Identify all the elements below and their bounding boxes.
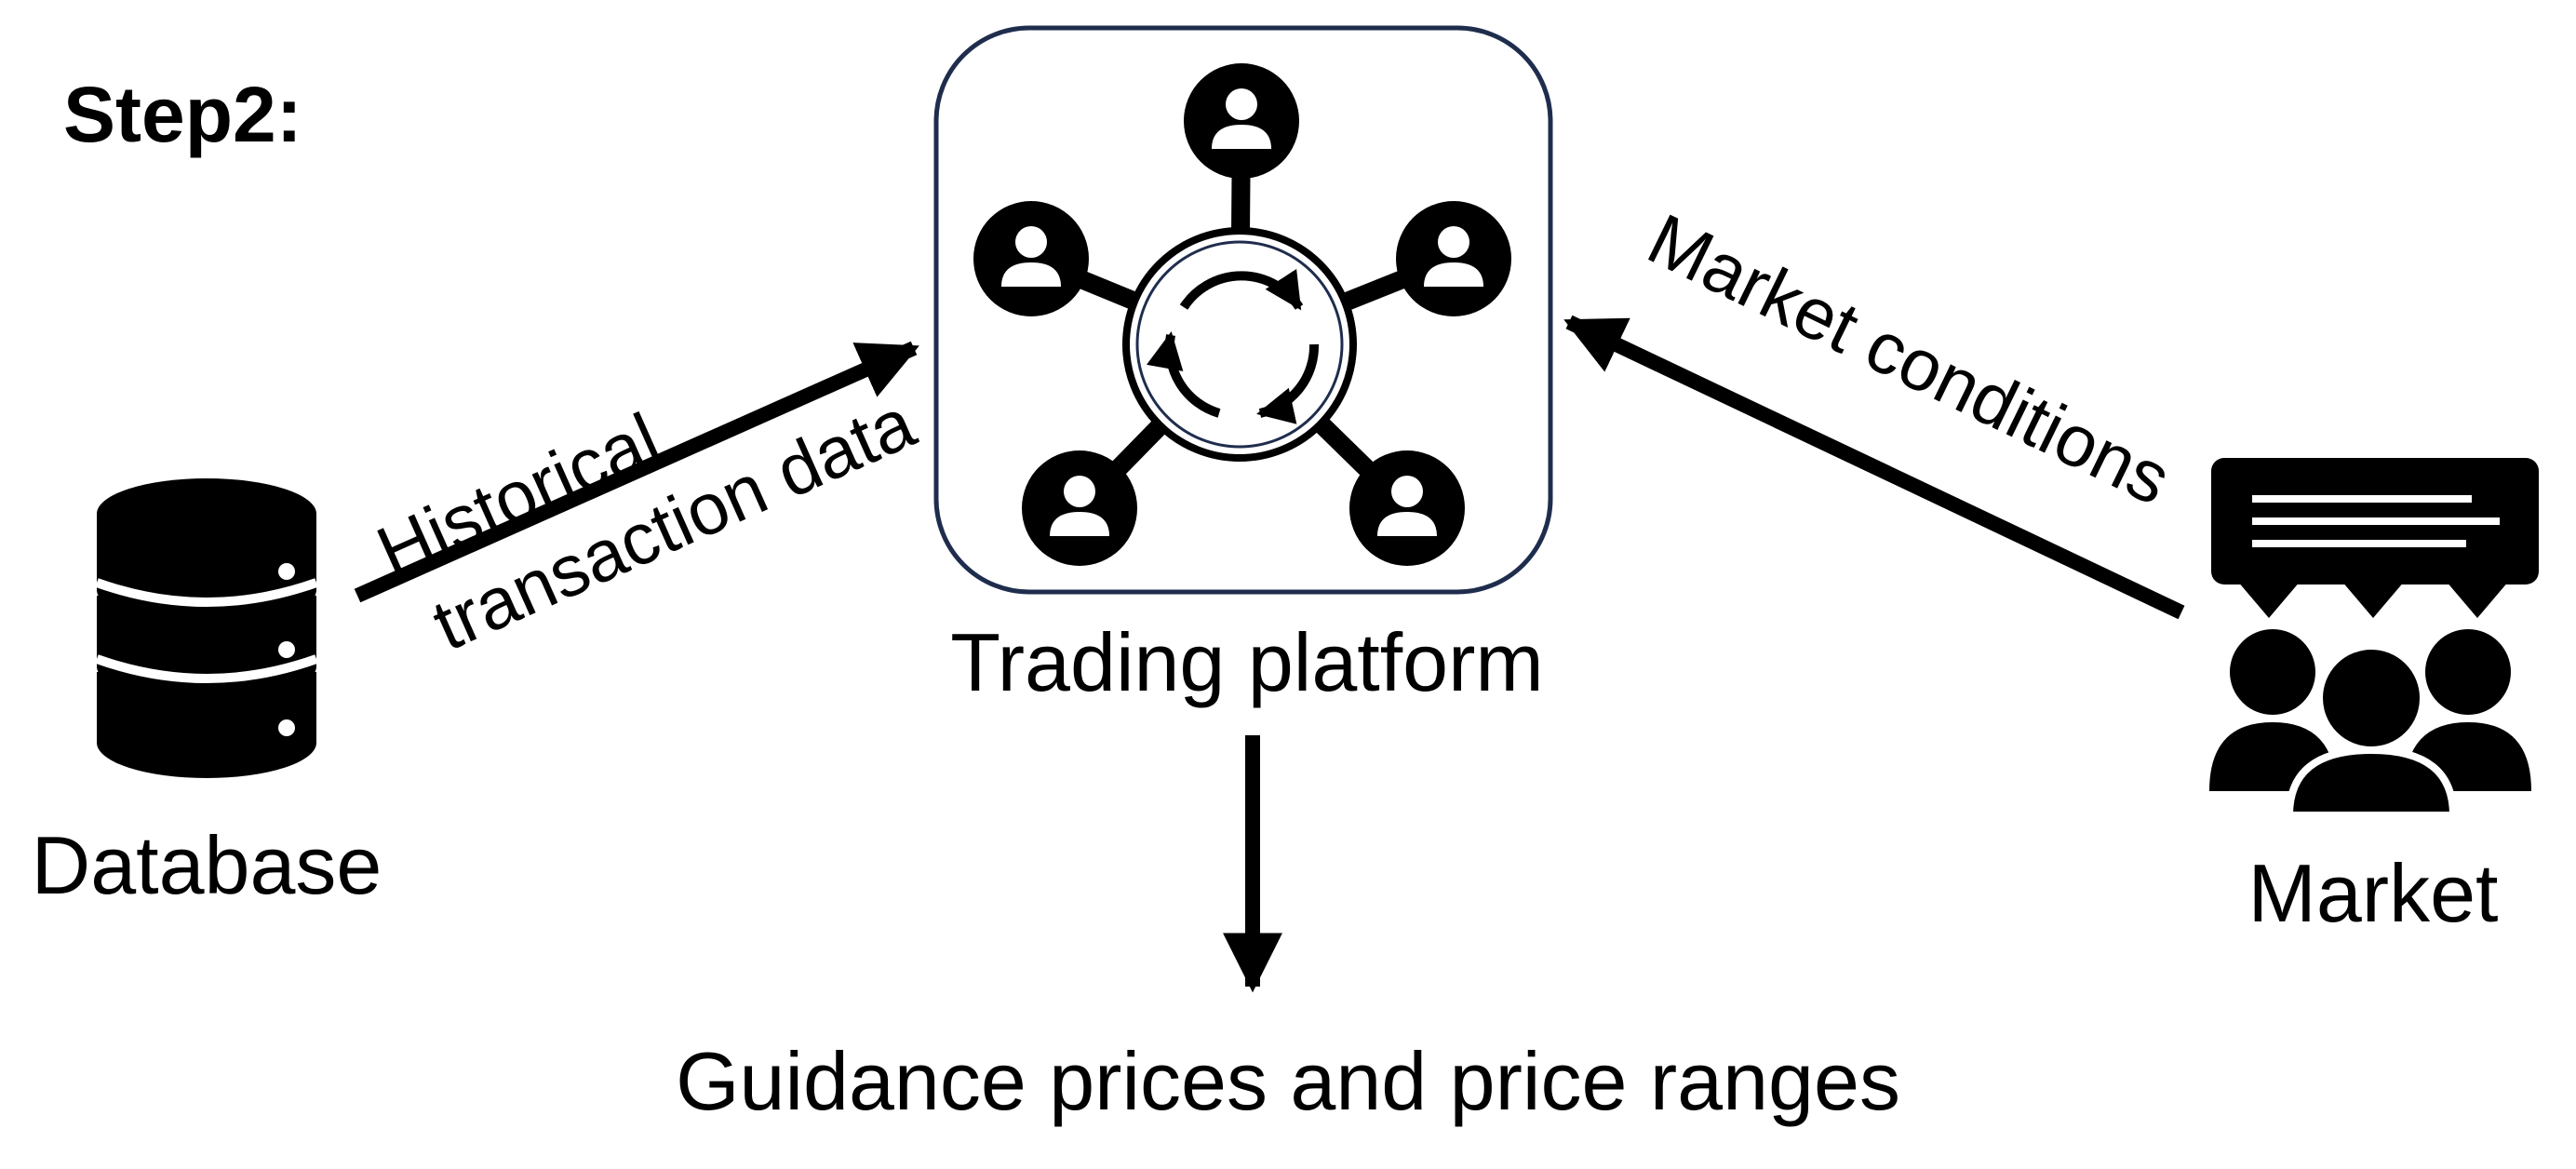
database-label: Database bbox=[32, 819, 382, 911]
historical-data-arrow bbox=[354, 341, 919, 603]
group-discussion-icon bbox=[2209, 458, 2539, 819]
step-title: Step2: bbox=[63, 71, 302, 158]
market-label: Market bbox=[2248, 847, 2499, 939]
database-icon bbox=[95, 478, 318, 778]
trading-platform-label: Trading platform bbox=[950, 616, 1543, 708]
output-label: Guidance prices and price ranges bbox=[676, 1035, 1900, 1127]
market-conditions-label: Market conditions bbox=[1636, 197, 2183, 520]
market-conditions-arrow bbox=[1563, 315, 2185, 620]
network-cycle-icon bbox=[973, 63, 1511, 566]
